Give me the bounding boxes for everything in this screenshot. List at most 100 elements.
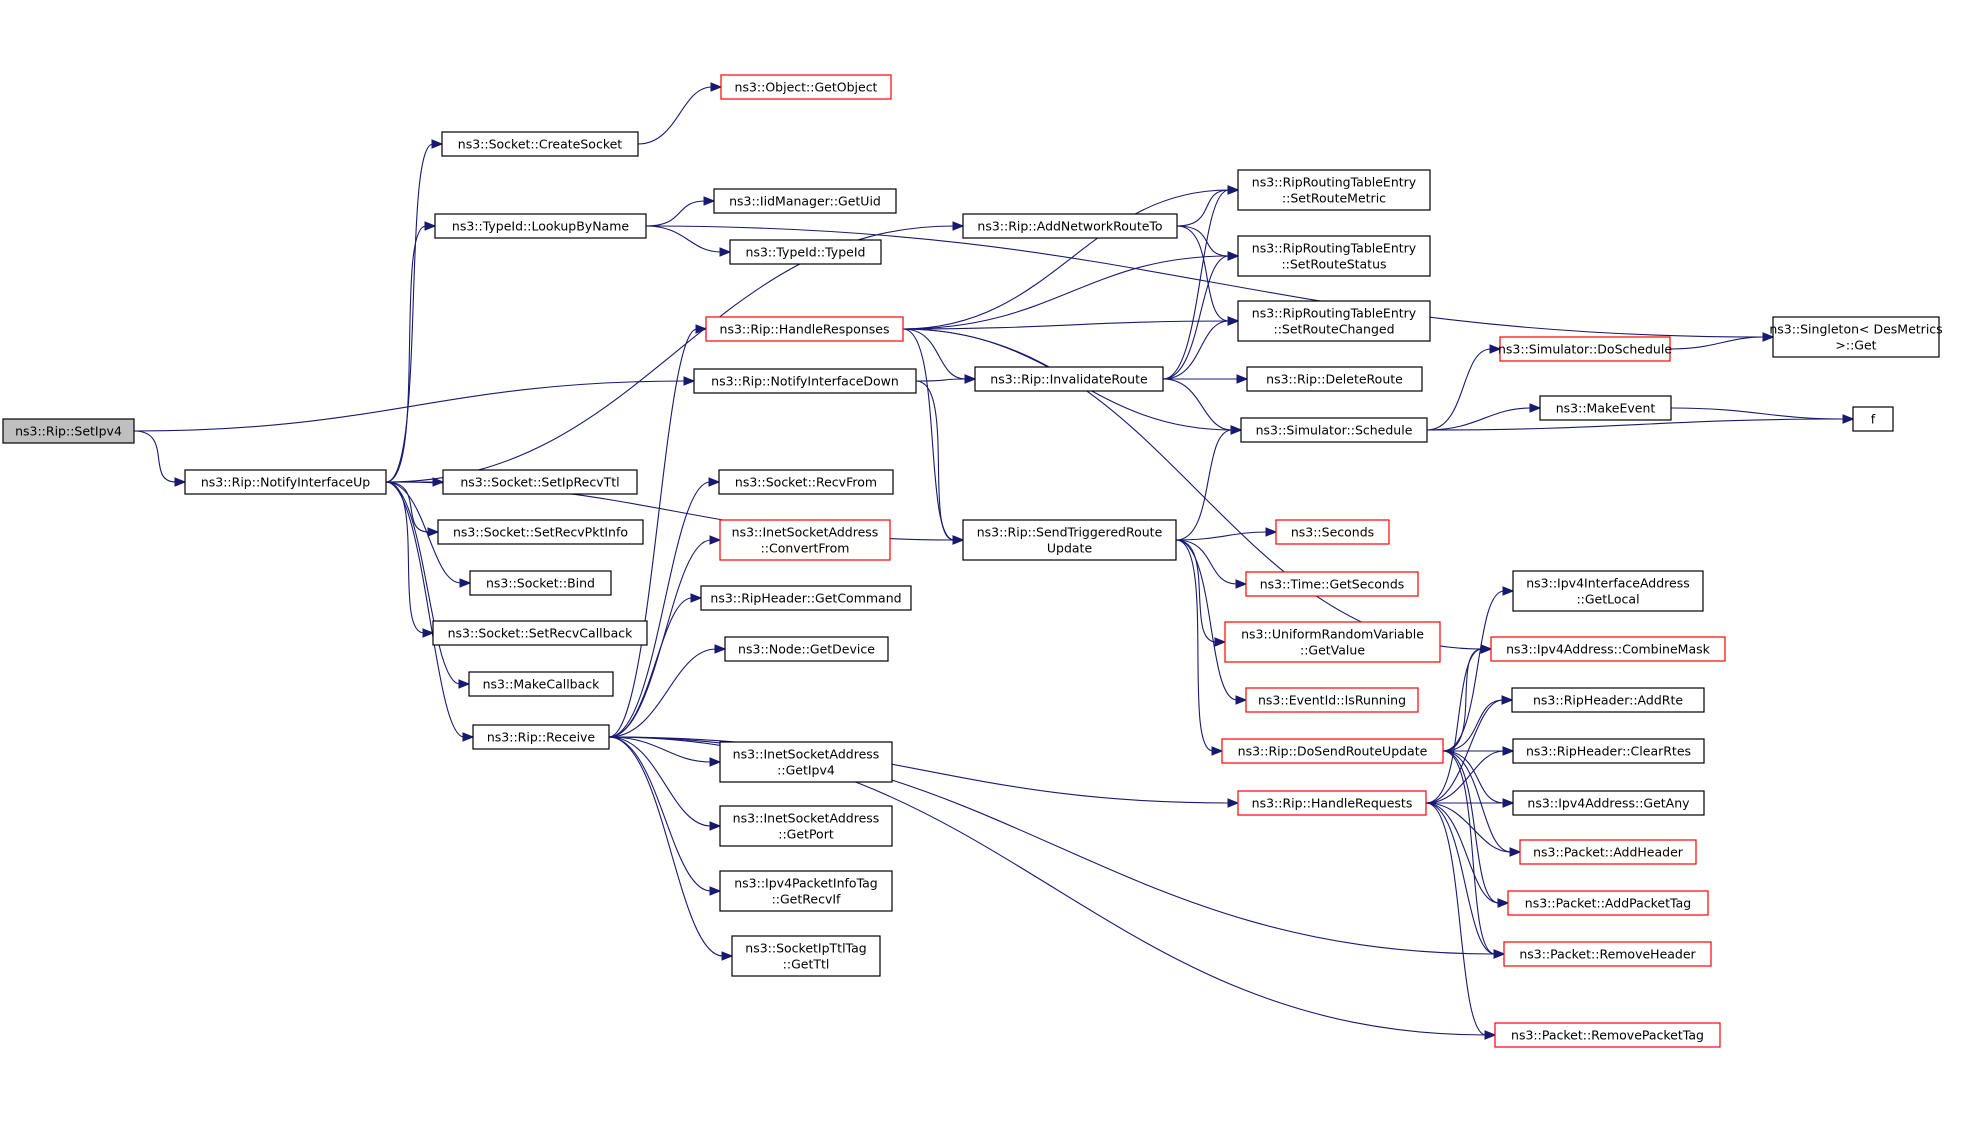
node-box-notifyup: [184, 469, 387, 495]
node-getdevice[interactable]: ns3::Node::GetDevice: [724, 636, 889, 662]
node-label-addnetworkrouteto-0: ns3::Rip::AddNetworkRouteTo: [977, 219, 1162, 234]
node-removepackettag[interactable]: ns3::Packet::RemovePacketTag: [1494, 1022, 1721, 1048]
node-setroutestatus[interactable]: ns3::RipRoutingTableEntry::SetRouteStatu…: [1237, 235, 1431, 277]
node-addrte[interactable]: ns3::RipHeader::AddRte: [1511, 687, 1705, 713]
node-setiprecvttl[interactable]: ns3::Socket::SetIpRecvTtl: [442, 469, 638, 495]
node-lookupbyname[interactable]: ns3::TypeId::LookupByName: [434, 213, 647, 239]
edge-receive-to-getttl: [608, 736, 724, 957]
node-label-convertfrom-0: ns3::InetSocketAddress: [732, 525, 879, 540]
node-box-setroutechanged: [1237, 300, 1431, 342]
node-makecallback[interactable]: ns3::MakeCallback: [468, 671, 614, 697]
node-label-recvfrom-0: ns3::Socket::RecvFrom: [735, 475, 877, 490]
node-f[interactable]: f: [1852, 406, 1894, 432]
node-seconds[interactable]: ns3::Seconds: [1275, 519, 1390, 545]
node-box-setrecvcallback: [432, 620, 648, 646]
node-box-receive: [472, 724, 610, 750]
node-getipv4[interactable]: ns3::InetSocketAddress::GetIpv4: [719, 741, 893, 783]
node-getport[interactable]: ns3::InetSocketAddress::GetPort: [719, 805, 893, 847]
edge-notifydown-to-sendtriggered: [915, 380, 955, 541]
node-getcommand[interactable]: ns3::RipHeader::GetCommand: [700, 585, 912, 611]
edge-handleresponses-to-setroutechanged: [902, 320, 1230, 330]
node-label-addheader-0: ns3::Packet::AddHeader: [1533, 845, 1684, 860]
edge-sendtriggered-to-getvalue: [1175, 539, 1217, 643]
node-handlerequests[interactable]: ns3::Rip::HandleRequests: [1237, 790, 1427, 816]
edge-handlerequests-to-removeheader: [1425, 802, 1496, 955]
node-label-deleteroute-0: ns3::Rip::DeleteRoute: [1266, 372, 1403, 387]
edge-setipv4-to-notifyup: [133, 430, 177, 483]
edge-notifyup-to-receive: [385, 481, 465, 738]
node-createsocket[interactable]: ns3::Socket::CreateSocket: [441, 131, 639, 157]
node-schedule[interactable]: ns3::Simulator::Schedule: [1240, 417, 1428, 443]
node-setipv4[interactable]: ns3::Rip::SetIpv4: [2, 418, 135, 444]
node-getobject[interactable]: ns3::Object::GetObject: [720, 74, 892, 100]
node-convertfrom[interactable]: ns3::InetSocketAddress::ConvertFrom: [719, 519, 891, 561]
edge-dosendrouteupdate-to-getlocal: [1442, 590, 1505, 752]
node-box-getobject: [720, 74, 892, 100]
node-setroutechanged[interactable]: ns3::RipRoutingTableEntry::SetRouteChang…: [1237, 300, 1431, 342]
node-box-seconds: [1275, 519, 1390, 545]
node-getseconds[interactable]: ns3::Time::GetSeconds: [1245, 571, 1419, 597]
node-label-getseconds-0: ns3::Time::GetSeconds: [1260, 577, 1405, 592]
node-setroutemetric[interactable]: ns3::RipRoutingTableEntry::SetRouteMetri…: [1237, 169, 1431, 211]
node-getvalue[interactable]: ns3::UniformRandomVariable::GetValue: [1224, 621, 1441, 663]
arrowhead-schedule-to-makeevent: [1529, 403, 1542, 413]
arrowhead-receive-to-getipv4: [709, 757, 722, 767]
node-combinemask[interactable]: ns3::Ipv4Address::CombineMask: [1490, 636, 1726, 662]
edge-handlerequests-to-addheader: [1425, 802, 1512, 853]
node-addheader[interactable]: ns3::Packet::AddHeader: [1519, 839, 1697, 865]
node-invalidateroute[interactable]: ns3::Rip::InvalidateRoute: [974, 366, 1164, 392]
edge-invalidateroute-to-setroutemetric: [1162, 189, 1230, 380]
node-getany[interactable]: ns3::Ipv4Address::GetAny: [1512, 790, 1705, 816]
node-setrecvpktinfo[interactable]: ns3::Socket::SetRecvPktInfo: [437, 519, 644, 545]
node-box-lookupbyname: [434, 213, 647, 239]
node-receive[interactable]: ns3::Rip::Receive: [472, 724, 610, 750]
arrowhead-receive-to-getrecvif: [709, 886, 722, 896]
node-removeheader[interactable]: ns3::Packet::RemoveHeader: [1503, 941, 1712, 967]
node-label-makecallback-0: ns3::MakeCallback: [483, 677, 601, 692]
edge-schedule-to-f: [1426, 418, 1845, 431]
node-getuid[interactable]: ns3::IidManager::GetUid: [713, 188, 897, 214]
node-box-addnetworkrouteto: [962, 213, 1178, 239]
node-singleton[interactable]: ns3::Singleton< DesMetrics>::Get: [1769, 316, 1943, 358]
node-addpackettag[interactable]: ns3::Packet::AddPacketTag: [1507, 890, 1709, 916]
edge-createsocket-to-getobject: [637, 86, 713, 145]
node-notifyup[interactable]: ns3::Rip::NotifyInterfaceUp: [184, 469, 387, 495]
edge-handlerequests-to-combinemask: [1425, 648, 1483, 804]
node-handleresponses[interactable]: ns3::Rip::HandleResponses: [705, 316, 904, 342]
arrowhead-invalidateroute-to-setroutemetric: [1227, 185, 1240, 195]
node-label-getipv4-1: ::GetIpv4: [777, 763, 835, 778]
arrowhead-handleresponses-to-sendtriggered: [952, 535, 965, 545]
node-box-schedule: [1240, 417, 1428, 443]
node-clearrtes[interactable]: ns3::RipHeader::ClearRtes: [1512, 738, 1705, 764]
node-doschedule[interactable]: ns3::Simulator::DoSchedule: [1498, 336, 1672, 362]
node-label-receive-0: ns3::Rip::Receive: [487, 730, 596, 745]
node-isrunning[interactable]: ns3::EventId::IsRunning: [1245, 687, 1419, 713]
node-notifydown[interactable]: ns3::Rip::NotifyInterfaceDown: [693, 368, 917, 394]
node-box-getrecvif: [719, 870, 893, 912]
node-recvfrom[interactable]: ns3::Socket::RecvFrom: [718, 469, 894, 495]
edge-dosendrouteupdate-to-getany: [1442, 750, 1505, 804]
node-label-handleresponses-0: ns3::Rip::HandleResponses: [720, 322, 890, 337]
arrowhead-makeevent-to-f: [1842, 414, 1855, 424]
node-label-addpackettag-0: ns3::Packet::AddPacketTag: [1525, 896, 1691, 911]
node-dosendrouteupdate[interactable]: ns3::Rip::DoSendRouteUpdate: [1221, 738, 1444, 764]
edge-receive-to-handlerequests: [608, 736, 1230, 804]
node-deleteroute[interactable]: ns3::Rip::DeleteRoute: [1246, 366, 1423, 392]
node-bind[interactable]: ns3::Socket::Bind: [469, 570, 612, 596]
node-box-makeevent: [1539, 395, 1672, 421]
node-getttl[interactable]: ns3::SocketIpTtlTag::GetTtl: [731, 935, 881, 977]
node-addnetworkrouteto[interactable]: ns3::Rip::AddNetworkRouteTo: [962, 213, 1178, 239]
edge-sendtriggered-to-isrunning: [1175, 539, 1238, 701]
node-getrecvif[interactable]: ns3::Ipv4PacketInfoTag::GetRecvIf: [719, 870, 893, 912]
arrowhead-notifyup-to-setrecvcallback: [422, 628, 435, 638]
edge-addnetworkrouteto-to-setroutechanged: [1176, 225, 1230, 322]
arrowhead-schedule-to-doschedule: [1489, 344, 1502, 354]
node-getlocal[interactable]: ns3::Ipv4InterfaceAddress::GetLocal: [1512, 570, 1704, 612]
node-makeevent[interactable]: ns3::MakeEvent: [1539, 395, 1672, 421]
node-setrecvcallback[interactable]: ns3::Socket::SetRecvCallback: [432, 620, 648, 646]
node-box-addheader: [1519, 839, 1697, 865]
edge-addnetworkrouteto-to-setroutemetric: [1176, 189, 1230, 227]
node-typeid[interactable]: ns3::TypeId::TypeId: [729, 239, 882, 265]
